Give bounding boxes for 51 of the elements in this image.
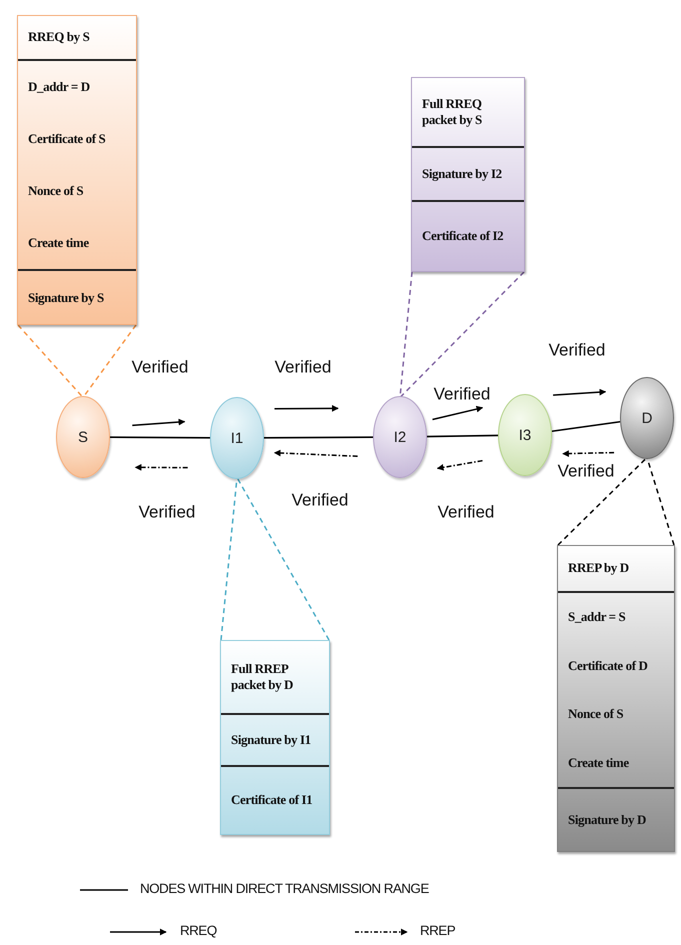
network-node-circle [373,396,427,478]
packet-box [17,15,137,325]
node-label: D [642,410,652,426]
packet-field: Create time [568,755,629,772]
message-arrow [432,406,484,420]
network-node-circle [56,396,110,478]
network-node-circle [210,397,264,479]
packet-box [220,640,330,835]
packet-field: RREP by D [568,560,629,576]
legend-text: RREQ [180,923,217,939]
packet-field: Signature by D [568,812,646,828]
packet-field: Certificate of D [568,658,648,674]
packet-field: Signature by I2 [422,166,502,182]
connection-line [264,436,373,439]
legend-text: NODES WITHIN DIRECT TRANSMISSION RANGE [140,881,429,897]
packet-field: Signature by I1 [231,732,311,748]
message-arrow [562,450,614,457]
packet-field: Full RREQ packet by S [422,96,504,128]
node-label: I1 [230,430,244,446]
node-label: S [78,428,88,446]
packet-field: Certificate of I2 [422,228,504,244]
message-arrow [274,405,339,412]
leader-line [17,324,137,398]
packet-field: Signature by S [28,290,104,306]
packet-field: Create time [28,235,89,252]
network-node-circle [498,394,552,476]
packet-field: Full RREP packet by D [231,661,311,694]
message-arrow [436,460,483,471]
legend-text: RREP [420,923,456,939]
packet-field: S_addr = S [568,609,626,626]
packet-box [411,77,525,272]
packet-field: Certificate of S [28,130,106,147]
message-arrow [134,464,188,471]
node-label: I2 [394,428,406,446]
leader-line [220,476,330,641]
packet-box [557,545,675,852]
message-arrow [553,388,606,396]
message-arrow [132,418,186,426]
network-node-circle [620,377,674,459]
leader-line [399,271,525,398]
connection-line [110,436,210,439]
packet-field: RREQ by S [28,29,90,46]
connection-line [426,434,498,438]
packet-field: D_addr = D [28,78,90,95]
node-label: I3 [518,426,532,444]
packet-field: Nonce of S [28,183,84,200]
packet-field: Nonce of S [568,706,624,722]
packet-field: Certificate of I1 [231,792,312,808]
leader-line [557,456,675,546]
connection-line [552,420,620,432]
message-arrow [274,450,358,457]
